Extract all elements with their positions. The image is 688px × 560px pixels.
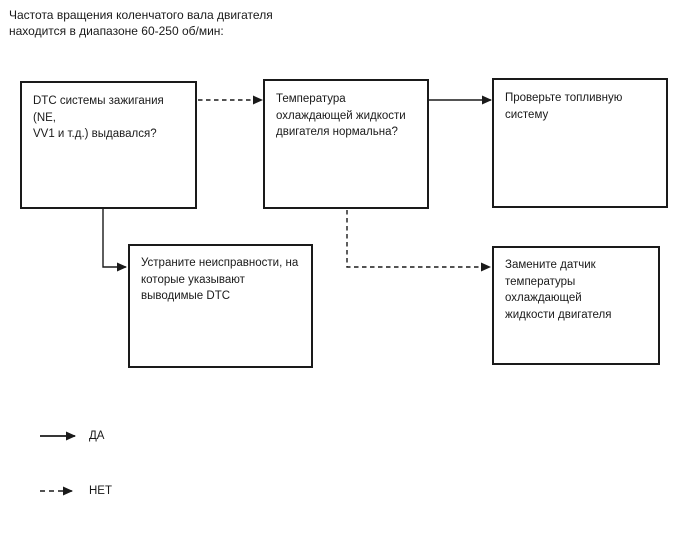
flow-box-replace-coolant-sensor: Замените датчик температуры охлаждающей … xyxy=(492,246,660,365)
legend-label-yes: ДА xyxy=(89,430,105,442)
connector-temp-to-sensor xyxy=(346,210,491,272)
flow-box-coolant-temp-question: Температура охлаждающей жидкости двигате… xyxy=(263,79,429,209)
connector-dtc-to-fix xyxy=(102,209,127,272)
flow-box-dtc-question: DTC системы зажигания (NE, VV1 и т.д.) в… xyxy=(20,81,197,209)
flow-box-fix-indicated-faults: Устраните неисправности, на которые указ… xyxy=(128,244,313,368)
legend-label-no: НЕТ xyxy=(89,485,112,497)
header-note: Частота вращения коленчатого вала двигат… xyxy=(9,8,273,38)
flow-box-check-fuel-system: Проверьте топливную систему xyxy=(492,78,668,208)
